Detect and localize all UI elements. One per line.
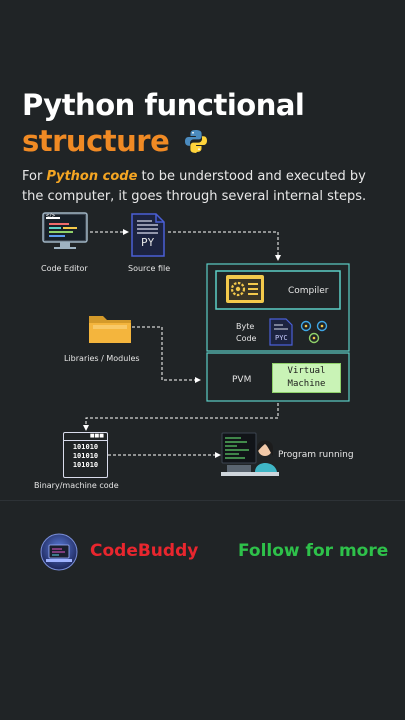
code-editor-glyph: </> [46,213,56,219]
source-file-label: Source file [128,264,171,273]
program-running-label: Program running [278,450,354,460]
intro-highlight: Python code [46,169,138,184]
vm-label-2: Machine [287,379,326,389]
connector-libraries-to-pvm [132,326,201,383]
brand-name[interactable]: CodeBuddy [90,541,199,561]
byte-code-gears-icon [300,320,328,344]
binary-window-bar: ■■■ [64,433,107,441]
compiler-icon [226,275,264,303]
pvm-label: PVM [232,375,252,385]
binary-code-window: ■■■ 101010 101010 101010 [63,432,108,478]
binary-label: Binary/machine code [34,481,119,490]
compiler-inner-box [215,270,341,310]
code-editor-label: Code Editor [41,264,88,273]
intro-text: For Python code to be understood and exe… [22,167,390,207]
footer-divider [0,500,405,501]
binary-digits: 101010 101010 101010 [64,443,107,470]
byte-code-label-1: Byte [236,322,255,331]
source-file-ext: PY [141,236,155,249]
folder-icon [89,316,131,343]
binary-digit-row: 101010 [72,461,99,469]
compiler-label: Compiler [288,286,329,296]
libraries-label: Libraries / Modules [64,354,140,363]
binary-digit-row: 101010 [72,443,99,451]
page-title-line-2: structure [22,124,209,158]
binary-digit-row: 101010 [72,452,99,460]
code-editor-icon [42,212,88,249]
intro-suffix: to be understood and executed by the com… [22,169,367,204]
intro-prefix: For [22,169,47,184]
source-file-icon [131,213,165,257]
byte-code-ext: PYC [275,334,288,342]
page-title-line-1: Python functional [22,88,305,122]
window-dots-icon: ■■■ [89,433,104,439]
connector-source-to-compiler [168,231,281,261]
page-title-structure: structure [22,124,170,158]
connector-pvm-to-binary [83,403,279,431]
avatar [40,533,78,571]
compiler-stage-box [206,263,350,352]
programmer-illustration [221,432,279,476]
pvm-stage-box [206,352,350,402]
follow-cta[interactable]: Follow for more [238,541,389,561]
virtual-machine-box: Virtual Machine [272,363,341,393]
byte-code-label-2: Code [236,334,257,343]
vm-label-1: Virtual [287,366,326,376]
byte-code-file-icon [269,318,293,346]
python-logo-icon [184,130,207,153]
